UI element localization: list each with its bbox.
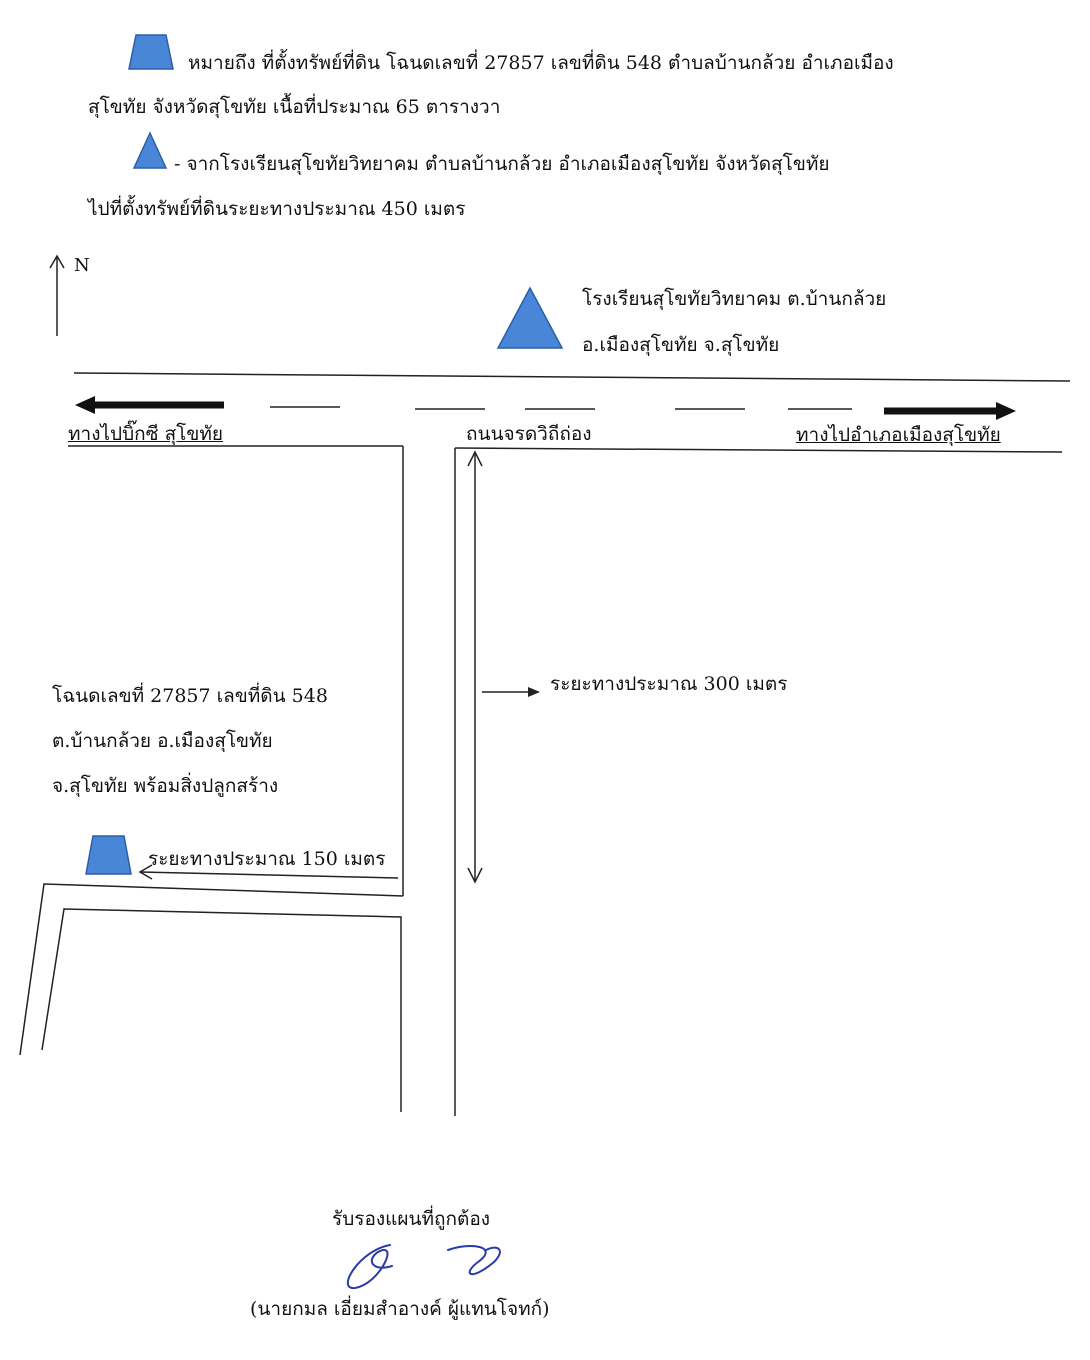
road-label-west: ทางไปบิ๊กซี สุโขทัย xyxy=(68,423,224,445)
school-label-line1: โรงเรียนสุโขทัยวิทยาคม ต.บ้านกล้วย xyxy=(582,288,887,310)
legend-school-line1: - จากโรงเรียนสุโขทัยวิทยาคม ตำบลบ้านกล้ว… xyxy=(174,153,830,175)
school-label-line2: อ.เมืองสุโขทัย จ.สุโขทัย xyxy=(582,334,780,356)
main-road-south-edge-east xyxy=(454,447,1063,453)
land-marker-legend-icon xyxy=(128,34,174,70)
north-arrow-icon xyxy=(49,254,65,336)
west-arrow-icon xyxy=(75,396,224,414)
road-label-main: ถนนจรดวิถีถ่อง xyxy=(466,423,592,445)
parcel-label-line3: จ.สุโขทัย พร้อมสิ่งปลูกสร้าง xyxy=(52,775,279,797)
north-label: N xyxy=(74,255,90,276)
school-marker-icon xyxy=(496,286,564,349)
branch-road-inner-edge xyxy=(41,908,402,1112)
distance-horizontal-label: ระยะทางประมาณ 150 เมตร xyxy=(148,848,386,870)
distance-300-arrow-icon xyxy=(467,450,483,884)
certification-signer: (นายกมล เอี่ยมสำอางค์ ผู้แทนโจทก์) xyxy=(250,1298,550,1320)
school-marker-legend-icon xyxy=(132,131,168,169)
legend-land-line2: สุโขทัย จังหวัดสุโขทัย เนื้อที่ประมาณ 65… xyxy=(88,96,501,118)
east-arrow-icon xyxy=(884,402,1016,420)
road-center-dashes xyxy=(270,406,852,410)
signature-icon xyxy=(347,1244,501,1290)
parcel-label-line2: ต.บ้านกล้วย อ.เมืองสุโขทัย xyxy=(52,730,273,752)
legend-school-line2: ไปที่ตั้งทรัพย์ที่ดินระยะทางประมาณ 450 เ… xyxy=(88,198,466,220)
road-label-east: ทางไปอำเภอเมืองสุโขทัย xyxy=(796,424,1001,446)
branch-road-outer-edge xyxy=(19,883,404,1056)
land-marker-icon xyxy=(85,835,132,875)
parcel-label-line1: โฉนดเลขที่ 27857 เลขที่ดิน 548 xyxy=(52,685,328,707)
main-road-north-edge xyxy=(73,372,1071,382)
distance-150-arrow-icon xyxy=(138,864,399,880)
legend-land-line1: หมายถึง ที่ตั้งทรัพย์ที่ดิน โฉนดเลขที่ 2… xyxy=(188,52,894,74)
distance-vertical-label: ระยะทางประมาณ 300 เมตร xyxy=(550,673,788,695)
certification-title: รับรองแผนที่ถูกต้อง xyxy=(332,1208,491,1230)
distance-300-pointer-icon xyxy=(482,687,540,697)
